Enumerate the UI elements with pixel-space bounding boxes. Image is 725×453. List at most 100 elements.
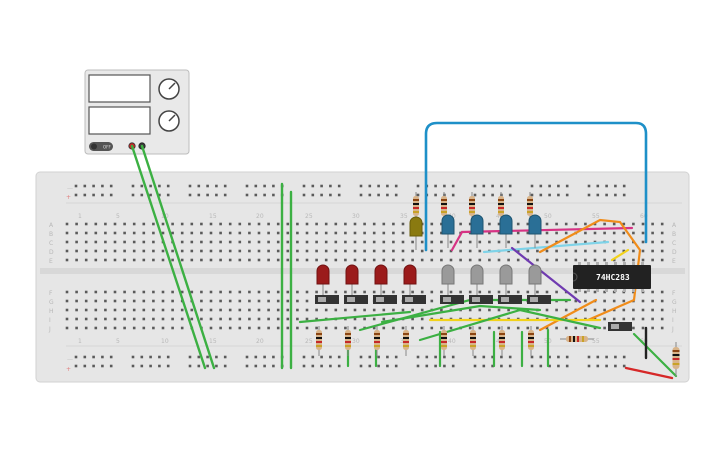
led-yellow[interactable] — [409, 216, 423, 250]
breadboard-hole — [555, 290, 558, 294]
breadboard-hole — [132, 240, 136, 244]
slide-switch-carry[interactable] — [608, 322, 632, 331]
wire-pink[interactable] — [450, 226, 634, 252]
breadboard-hole — [344, 231, 347, 235]
breadboard-hole — [368, 355, 372, 359]
breadboard-hole — [574, 290, 578, 294]
breadboard-hole — [94, 222, 98, 226]
breadboard-hole — [188, 184, 192, 188]
breadboard-hole — [161, 290, 165, 294]
breadboard-hole — [603, 222, 606, 226]
wire-green-signal-4[interactable] — [298, 310, 412, 324]
adder-chip[interactable]: 74HC283 — [572, 262, 651, 292]
breadboard-hole — [612, 299, 616, 303]
breadboard-hole — [113, 299, 117, 303]
led-gray[interactable] — [441, 264, 455, 296]
resistor[interactable] — [441, 192, 447, 222]
breadboard-hole — [123, 222, 126, 226]
wire-orange-2[interactable] — [538, 298, 598, 332]
led-blue[interactable] — [499, 214, 513, 248]
breadboard-hole — [142, 290, 146, 294]
wire-yellow-short[interactable] — [610, 248, 630, 262]
resistor[interactable] — [470, 326, 476, 356]
slide-switch[interactable] — [498, 295, 522, 304]
wire-psu-positive[interactable] — [130, 144, 207, 370]
led-blue[interactable] — [441, 214, 455, 248]
breadboard-hole — [254, 355, 258, 359]
resistor[interactable] — [403, 326, 409, 356]
breadboard-hole — [324, 249, 328, 253]
slide-switch[interactable] — [373, 295, 397, 304]
breadboard-hole — [142, 249, 146, 253]
breadboard-hole — [215, 355, 218, 359]
breadboard-hole — [190, 317, 194, 321]
resistor[interactable] — [316, 326, 322, 356]
slide-switch[interactable] — [527, 295, 551, 304]
slide-switch[interactable] — [402, 295, 426, 304]
wire-blue-bridge[interactable] — [424, 121, 648, 252]
breadboard-hole — [190, 240, 194, 244]
led-gray[interactable] — [528, 264, 542, 296]
resistor[interactable] — [441, 326, 447, 356]
resistor[interactable] — [374, 326, 380, 356]
slide-switch[interactable] — [315, 295, 339, 304]
breadboard-hole — [478, 240, 482, 244]
breadboard-hole — [149, 364, 152, 368]
breadboard-hole — [190, 222, 194, 226]
breadboard-hole — [392, 317, 395, 321]
resistor[interactable] — [528, 326, 534, 356]
slide-switches — [315, 295, 632, 331]
breadboard-hole — [245, 355, 249, 359]
col-number-bottom-20: 20 — [256, 338, 264, 345]
led-gray[interactable] — [470, 264, 484, 296]
wire-psu-negative[interactable] — [140, 144, 216, 370]
led-red[interactable] — [374, 264, 388, 296]
resistor[interactable] — [527, 192, 533, 222]
resistor[interactable] — [345, 326, 351, 356]
led-blue[interactable] — [528, 214, 542, 248]
col-number-bottom-60: 60 — [640, 338, 648, 345]
col-number-bottom-5: 5 — [116, 338, 120, 345]
wire-green-signal-3[interactable] — [418, 308, 602, 342]
breadboard-hole — [516, 290, 520, 294]
led-red[interactable] — [345, 264, 359, 296]
led-red[interactable] — [316, 264, 330, 296]
breadboard-hole — [392, 231, 395, 235]
led-blue[interactable] — [470, 214, 484, 248]
breadboard-hole — [545, 258, 549, 262]
slide-switch[interactable] — [344, 295, 368, 304]
breadboard-hole — [353, 317, 357, 321]
wire-red[interactable] — [624, 366, 674, 380]
led-red[interactable] — [403, 264, 417, 296]
wire-green-resistor[interactable] — [632, 332, 678, 378]
breadboard-hole — [228, 308, 232, 312]
led-gray[interactable] — [499, 264, 513, 296]
wire-green-signal-2[interactable] — [380, 304, 542, 324]
slide-switch[interactable] — [440, 295, 464, 304]
resistor-horizontal[interactable] — [560, 336, 594, 342]
wire-cyan[interactable] — [482, 240, 610, 254]
breadboard-hole — [180, 222, 184, 226]
breadboard-hole — [257, 249, 261, 253]
breadboard-hole — [508, 193, 512, 197]
resistor[interactable] — [499, 326, 505, 356]
breadboard-hole — [363, 317, 366, 321]
breadboard-hole — [622, 240, 626, 244]
breadboard-hole — [248, 240, 251, 244]
breadboard-hole — [132, 222, 136, 226]
breadboard-hole — [254, 184, 258, 188]
breadboard-hole — [359, 193, 363, 197]
breadboard-hole — [622, 258, 626, 262]
breadboard-hole — [65, 231, 69, 235]
slide-switch[interactable] — [469, 295, 493, 304]
wire-orange-1[interactable] — [538, 218, 642, 322]
breadboard-hole — [497, 231, 501, 235]
breadboard-hole — [248, 249, 251, 253]
breadboard-hole — [344, 308, 347, 312]
wire-purple[interactable] — [510, 246, 582, 304]
resistor-right[interactable] — [672, 342, 680, 376]
breadboard-hole — [473, 193, 477, 197]
breadboard-hole — [305, 299, 309, 303]
breadboard-hole — [473, 364, 477, 368]
breadboard-hole — [584, 308, 587, 312]
